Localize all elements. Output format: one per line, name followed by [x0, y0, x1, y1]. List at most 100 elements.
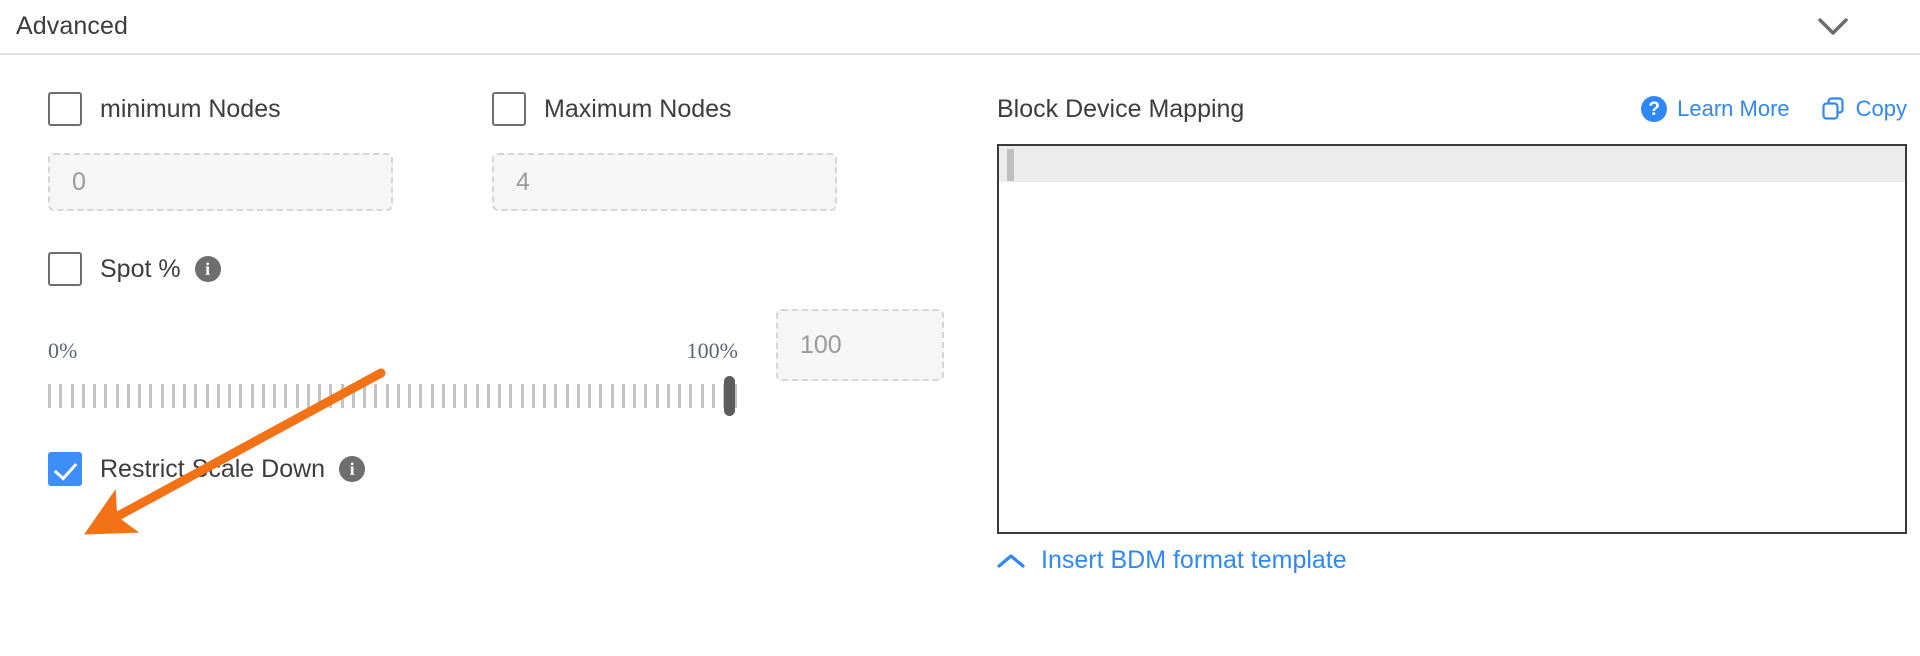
slider-max-label: 100%	[686, 338, 738, 363]
slider-tick	[689, 384, 693, 408]
editor-active-line	[999, 146, 1905, 182]
editor-cursor-marker	[1007, 149, 1014, 181]
slider-tick	[194, 384, 198, 408]
slider-tick	[70, 384, 74, 408]
slider-min-label: 0%	[48, 338, 78, 363]
spot-percent-checkbox-row[interactable]: Spot % i	[48, 252, 948, 286]
slider-tick	[655, 384, 659, 408]
slider-tick	[250, 384, 254, 408]
slider-tick	[543, 384, 546, 408]
restrict-scale-down-label: Restrict Scale Down	[100, 454, 326, 483]
maximum-nodes-field: Maximum Nodes 4	[492, 92, 837, 211]
slider-tick	[666, 384, 670, 408]
restrict-scale-down-checkbox[interactable]	[48, 452, 82, 486]
minimum-nodes-checkbox-row[interactable]: minimum Nodes	[48, 92, 393, 126]
spot-percent-slider-block: 0% 100%	[48, 338, 748, 416]
slider-tick	[318, 384, 321, 408]
minimum-nodes-checkbox[interactable]	[48, 92, 82, 126]
slider-tick	[711, 384, 715, 408]
slider-tick	[610, 384, 614, 408]
slider-tick	[295, 384, 299, 408]
slider-tick	[588, 384, 591, 408]
collapse-section-button[interactable]	[1810, 4, 1856, 50]
slider-tick	[486, 384, 490, 408]
maximum-nodes-input[interactable]: 4	[492, 153, 837, 211]
info-icon[interactable]: i	[194, 256, 221, 282]
slider-tick	[149, 384, 153, 408]
right-column: Block Device Mapping ? Learn More Copy	[997, 92, 1907, 575]
copy-label: Copy	[1855, 96, 1907, 121]
chevron-down-icon	[1818, 17, 1848, 35]
slider-tick	[734, 384, 738, 408]
slider-tick	[509, 384, 513, 408]
slider-tick	[48, 384, 51, 408]
spot-percent-checkbox[interactable]	[48, 252, 82, 286]
spot-percent-label: Spot %	[100, 254, 181, 283]
slider-tick	[621, 384, 625, 408]
slider-tick	[475, 384, 479, 408]
slider-tick	[644, 384, 648, 408]
slider-tick	[160, 384, 164, 408]
slider-tick	[239, 384, 243, 408]
slider-tick	[554, 384, 558, 408]
copy-button[interactable]: Copy	[1820, 96, 1907, 122]
maximum-nodes-checkbox[interactable]	[492, 92, 526, 126]
slider-tick	[576, 384, 580, 408]
slider-tick	[419, 384, 423, 408]
block-device-mapping-editor[interactable]	[997, 144, 1907, 534]
block-device-mapping-title: Block Device Mapping	[997, 94, 1245, 123]
slider-scale-labels: 0% 100%	[48, 338, 738, 364]
slider-ticks	[48, 384, 738, 408]
nodes-fields-group: minimum Nodes 0 Maximum Nodes 4	[48, 92, 948, 211]
slider-tick	[284, 384, 288, 408]
slider-tick	[678, 384, 681, 408]
insert-bdm-template-button[interactable]: Insert BDM format template	[997, 546, 1347, 575]
slider-tick	[104, 384, 108, 408]
slider-tick	[520, 384, 524, 408]
slider-tick	[374, 384, 378, 408]
page-title: Advanced	[16, 12, 128, 40]
minimum-nodes-input[interactable]: 0	[48, 153, 393, 211]
block-device-mapping-actions: ? Learn More Copy	[1641, 96, 1907, 122]
learn-more-button[interactable]: ? Learn More	[1641, 96, 1790, 122]
slider-tick	[498, 384, 501, 408]
slider-tick	[273, 384, 276, 408]
slider-tick	[216, 384, 220, 408]
restrict-scale-down-row[interactable]: Restrict Scale Down i	[48, 452, 948, 486]
slider-tick	[205, 384, 209, 408]
slider-tick	[430, 384, 434, 408]
block-device-mapping-header: Block Device Mapping ? Learn More Copy	[997, 92, 1907, 126]
slider-tick	[363, 384, 366, 408]
slider-tick	[329, 384, 333, 408]
slider-tick	[453, 384, 456, 408]
maximum-nodes-checkbox-row[interactable]: Maximum Nodes	[492, 92, 837, 126]
maximum-nodes-label: Maximum Nodes	[544, 94, 732, 123]
info-icon[interactable]: i	[339, 456, 366, 482]
slider-tick	[59, 384, 63, 408]
slider-thumb[interactable]	[724, 376, 735, 416]
slider-tick	[115, 384, 119, 408]
slider-tick	[228, 384, 231, 408]
slider-tick	[261, 384, 265, 408]
slider-tick	[351, 384, 355, 408]
slider-tick	[464, 384, 468, 408]
slider-tick	[565, 384, 569, 408]
section-header: Advanced	[0, 0, 1920, 55]
slider-tick	[700, 384, 704, 408]
slider-track[interactable]	[48, 376, 738, 416]
slider-tick	[138, 384, 141, 408]
slider-tick	[126, 384, 130, 408]
slider-tick	[408, 384, 411, 408]
minimum-nodes-label: minimum Nodes	[100, 94, 281, 123]
slider-tick	[306, 384, 310, 408]
slider-tick	[385, 384, 389, 408]
slider-tick	[599, 384, 603, 408]
slider-tick	[340, 384, 344, 408]
learn-more-label: Learn More	[1677, 96, 1790, 121]
left-column: minimum Nodes 0 Maximum Nodes 4 Spot % i…	[48, 92, 948, 486]
spot-percent-value-input[interactable]: 100	[776, 309, 944, 381]
slider-tick	[93, 384, 96, 408]
slider-tick	[396, 384, 400, 408]
insert-bdm-template-label: Insert BDM format template	[1041, 546, 1347, 574]
